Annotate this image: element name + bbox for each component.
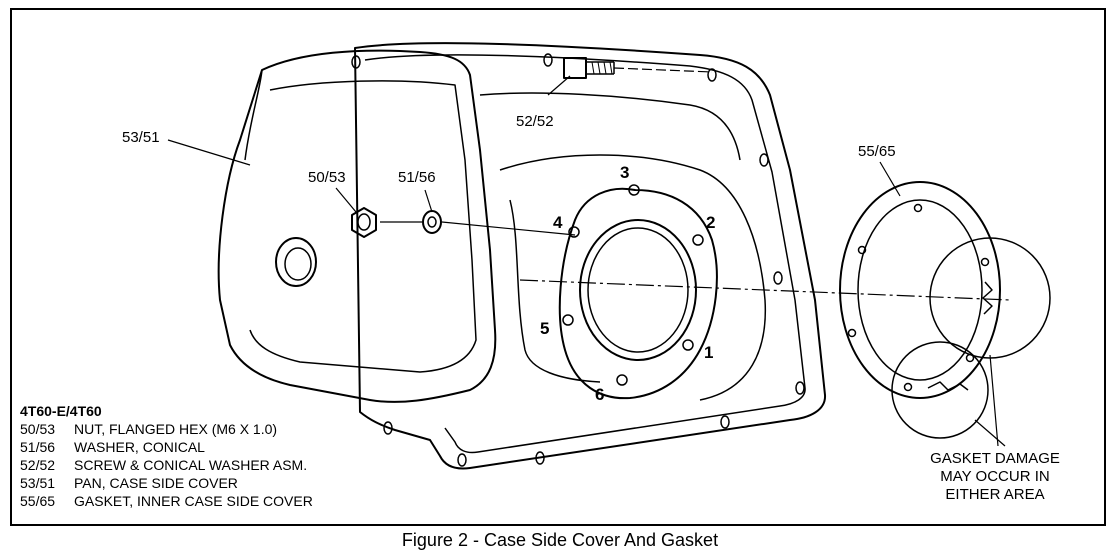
legend-desc: PAN, CASE SIDE COVER xyxy=(74,475,238,491)
legend-code: 53/51 xyxy=(20,475,56,491)
damage-note-line: EITHER AREA xyxy=(945,486,1045,503)
pan-flange-outline xyxy=(354,42,827,470)
legend-code: 50/53 xyxy=(20,421,56,437)
gasket-55-65 xyxy=(839,181,1001,399)
pan-boss xyxy=(275,237,317,287)
screw-head xyxy=(563,57,587,79)
legend-desc: NUT, FLANGED HEX (M6 X 1.0) xyxy=(74,421,278,437)
legend-desc: GASKET, INNER CASE SIDE COVER xyxy=(74,493,313,509)
damage-mark-1 xyxy=(982,281,993,315)
damage-area-circle-2 xyxy=(891,341,989,439)
figure-caption: Figure 2 - Case Side Cover And Gasket xyxy=(401,530,719,550)
legend-item: 53/51 PAN, CASE SIDE COVER xyxy=(20,474,440,492)
legend-code: 52/52 xyxy=(20,457,56,473)
legend-item: 55/65 GASKET, INNER CASE SIDE COVER xyxy=(20,492,440,510)
sequence-5: 5 xyxy=(540,319,549,338)
legend-item: 50/53 NUT, FLANGED HEX (M6 X 1.0) xyxy=(20,420,440,438)
callout-washer: 51/56 xyxy=(398,169,436,186)
damage-note-line: MAY OCCUR IN xyxy=(940,468,1050,485)
parts-legend: 4T60-E/4T60 50/53 NUT, FLANGED HEX (M6 X… xyxy=(20,402,440,510)
sequence-3: 3 xyxy=(620,163,629,182)
legend-item: 51/56 WASHER, CONICAL xyxy=(20,438,440,456)
figure-frame xyxy=(10,8,1106,526)
gasket-damage-note: GASKET DAMAGE MAY OCCUR IN EITHER AREA xyxy=(900,450,1090,504)
seal-bore-outer xyxy=(579,219,697,361)
pan-body-face xyxy=(249,80,477,373)
damage-mark-2 xyxy=(927,381,969,391)
legend-item: 52/52 SCREW & CONICAL WASHER ASM. xyxy=(20,456,440,474)
callout-pan: 53/51 xyxy=(122,129,160,146)
legend-title: 4T60-E/4T60 xyxy=(20,403,102,419)
legend-code: 55/65 xyxy=(20,493,56,509)
pan-body xyxy=(217,49,497,403)
legend-desc: SCREW & CONICAL WASHER ASM. xyxy=(74,457,308,473)
callout-gasket: 55/65 xyxy=(858,143,896,160)
legend-code: 51/56 xyxy=(20,439,56,455)
sequence-6: 6 xyxy=(595,385,604,404)
sequence-1: 1 xyxy=(704,343,713,362)
pan-body-top-edge xyxy=(244,69,263,161)
screw-threads xyxy=(591,61,613,75)
callout-screw: 52/52 xyxy=(516,113,554,130)
conical-washer xyxy=(422,210,442,234)
pan-boss-inner xyxy=(284,247,312,281)
seal-bore-inner xyxy=(587,227,689,353)
seal-flange xyxy=(558,187,718,400)
sequence-2: 2 xyxy=(706,213,715,232)
damage-note-line: GASKET DAMAGE xyxy=(930,450,1060,467)
pan-rib-1 xyxy=(499,154,767,401)
pan-flange-inner xyxy=(364,54,806,454)
pan-rib-2 xyxy=(509,199,601,383)
callout-nut: 50/53 xyxy=(308,169,346,186)
pan-rib-3 xyxy=(479,92,741,161)
legend-desc: WASHER, CONICAL xyxy=(74,439,205,455)
sequence-4: 4 xyxy=(553,213,563,232)
flanged-hex-nut xyxy=(351,207,377,238)
